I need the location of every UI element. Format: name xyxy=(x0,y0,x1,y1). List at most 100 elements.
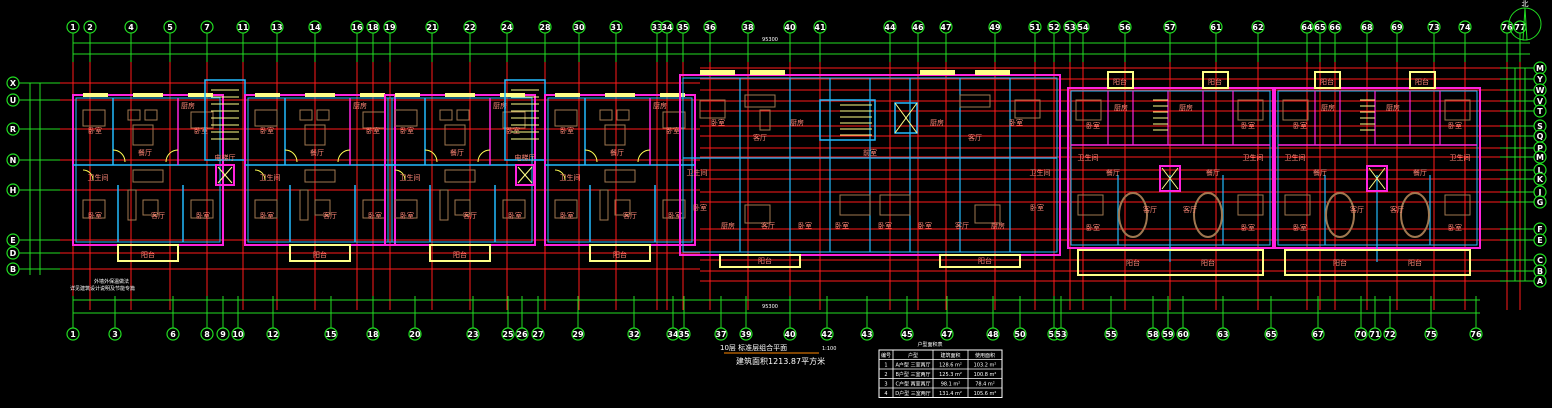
axis-bubble xyxy=(501,327,515,341)
furniture-icon xyxy=(1284,194,1311,216)
axis-label: 29 xyxy=(572,330,584,339)
room-label-bedroom: 卧室 xyxy=(668,211,682,220)
axis-label: 68 xyxy=(1361,23,1373,32)
room-label-bedroom: 卧室 xyxy=(878,221,892,230)
axis-label: 19 xyxy=(384,23,396,32)
axis-label: 61 xyxy=(1210,23,1222,32)
area-table-title: 户型面积表 xyxy=(917,341,942,348)
furniture-icon xyxy=(394,199,418,219)
axis-bubble xyxy=(1047,20,1061,34)
window xyxy=(445,93,475,97)
axis-label: 31 xyxy=(610,23,622,32)
room-label-bedroom: 卧室 xyxy=(1293,223,1307,232)
axis-label: 14 xyxy=(309,23,321,32)
axis-label: 28 xyxy=(539,23,551,32)
area-table-cell: 103.2 m² xyxy=(974,363,997,369)
furniture-icon xyxy=(502,111,526,129)
room-label-bedroom: 卧室 xyxy=(1448,121,1462,130)
room-label-bedroom: 卧室 xyxy=(366,126,380,135)
axis-label: U xyxy=(10,96,17,105)
furniture-icon xyxy=(144,109,158,121)
axis-bubble xyxy=(900,327,914,341)
inner-wall xyxy=(547,97,693,243)
area-table-cell: 125.3 m² xyxy=(939,372,962,378)
axis-bubble xyxy=(383,20,397,34)
furniture-icon xyxy=(1237,194,1264,216)
room-label-balcony: 阳台 xyxy=(1415,77,1429,86)
area-table-cell: 2 xyxy=(884,372,887,378)
axis-label: R xyxy=(10,125,16,134)
room-label-bedroom: 卧室 xyxy=(506,126,520,135)
furniture-icon xyxy=(662,111,686,129)
axis-bubble xyxy=(1063,20,1077,34)
furniture-icon xyxy=(1075,99,1102,121)
door-swing-icon xyxy=(165,149,179,163)
room-label-dining: 餐厅 xyxy=(1313,168,1327,177)
axis-label: F xyxy=(1537,225,1542,234)
axis-bubble xyxy=(163,20,177,34)
room-label-balcony: 阳台 xyxy=(453,250,467,259)
drawing-scale: 1:100 xyxy=(822,346,836,352)
axis-label: 55 xyxy=(1105,330,1117,339)
axis-label: 7 xyxy=(204,23,210,32)
elevator-shaft xyxy=(894,102,918,134)
axis-label: E xyxy=(10,236,15,245)
axis-bubble xyxy=(6,233,20,247)
room-label-bedroom: 卧室 xyxy=(711,118,725,127)
apartment-unit: 卧室餐厅卧室卫生间客厅卧室卧室阳台厨房 xyxy=(72,93,224,262)
axis-bubble xyxy=(6,76,20,90)
axis-label: 65 xyxy=(1265,330,1277,339)
furniture-icon xyxy=(599,189,609,221)
axis-bubble xyxy=(83,20,97,34)
axis-label: 13 xyxy=(271,23,282,32)
axis-label: 9 xyxy=(220,330,226,339)
axis-label: 77 xyxy=(1514,23,1525,32)
axis-label: 45 xyxy=(901,330,913,339)
area-table-cell: D户型 三室两厅 xyxy=(895,390,930,397)
axis-bubble xyxy=(1368,327,1382,341)
room-label-living: 客厅 xyxy=(761,221,775,230)
furniture-icon xyxy=(299,109,313,121)
drawing-title: 10层 标准层组合平面 xyxy=(720,343,787,352)
room-label-bedroom: 卧室 xyxy=(88,211,102,220)
room-label-bedroom: 卧室 xyxy=(560,126,574,135)
room-label-bath: 卫生间 xyxy=(88,173,109,182)
door-swing-icon xyxy=(337,149,351,163)
axis-label: 32 xyxy=(628,330,639,339)
furniture-icon xyxy=(299,189,309,221)
axis-label: 37 xyxy=(715,330,726,339)
furniture-icon xyxy=(1237,99,1264,121)
furniture-icon xyxy=(1444,99,1471,121)
room-label-kitchen: 厨房 xyxy=(653,101,667,110)
furniture-icon xyxy=(974,204,1001,224)
axis-label: G xyxy=(1537,198,1544,207)
axis-label: 57 xyxy=(1164,23,1175,32)
axis-bubble xyxy=(1533,150,1547,164)
axis-bubble xyxy=(466,327,480,341)
axis-bubble xyxy=(216,327,230,341)
room-label-bedroom: 卧室 xyxy=(835,221,849,230)
axis-bubble xyxy=(783,327,797,341)
furniture-icon xyxy=(254,109,278,127)
furniture-icon xyxy=(1014,99,1041,119)
balcony xyxy=(1409,71,1436,89)
room-label-balcony: 阳台 xyxy=(1333,258,1347,267)
area-table-cell: A户型 三室两厅 xyxy=(895,362,930,369)
room-label-balcony: 阳台 xyxy=(1126,258,1140,267)
axis-bubble xyxy=(1028,20,1042,34)
axis-bubble xyxy=(988,20,1002,34)
room-label-kitchen: 厨房 xyxy=(353,101,367,110)
apartment-unit: 卧室餐厅卧室卫生间客厅卧室卧室阳台厨房 xyxy=(384,93,536,262)
elevator-x-icon xyxy=(517,166,533,184)
apartment-unit: 卧室餐厅卧室卫生间客厅卧室卧室阳台厨房 xyxy=(544,93,696,262)
room-label-kitchen: 厨房 xyxy=(790,118,804,127)
axis-label: 44 xyxy=(884,23,896,32)
furniture-icon xyxy=(1282,99,1309,121)
furniture-icon xyxy=(662,199,686,219)
sofa-set-icon xyxy=(1118,192,1148,238)
axis-bubble xyxy=(366,20,380,34)
floor-plan-units: 卧室餐厅卧室卫生间客厅卧室卧室阳台厨房电梯厅卧室餐厅卧室卫生间客厅卧室卧室阳台厨… xyxy=(72,70,1481,276)
